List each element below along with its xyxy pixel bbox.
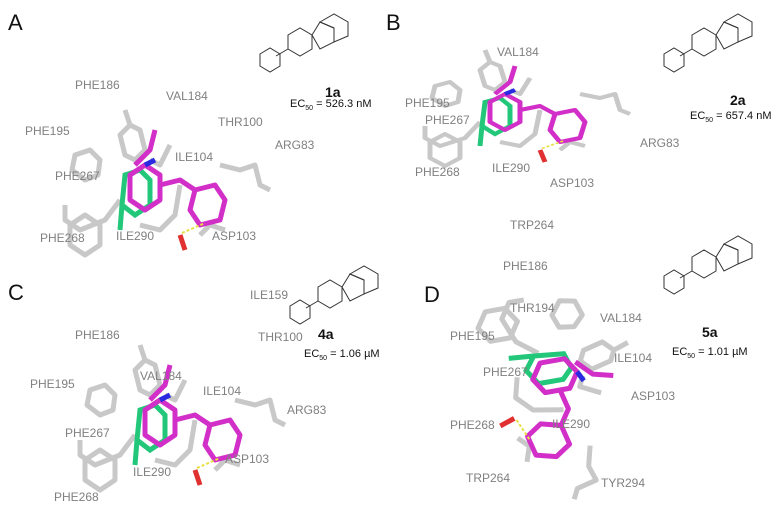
residue-label: ILE290 (133, 465, 172, 479)
residue-label: ILE290 (552, 417, 591, 431)
panel-label-a: A (8, 10, 23, 35)
residue-label: TYR294 (601, 476, 646, 490)
residue-label: ASP103 (212, 229, 257, 243)
residue-label: ILE290 (116, 229, 155, 243)
residue-label: VAL184 (166, 89, 208, 103)
residue-label: PHE186 (503, 259, 548, 273)
residue-label: ARG83 (640, 136, 680, 150)
ec50-value: EC50 = 1.06 µM (304, 348, 380, 363)
structure-5a (663, 235, 753, 295)
residue-label: PHE268 (40, 231, 85, 245)
residue-label: THR100 (258, 330, 303, 344)
residue-label: VAL184 (140, 369, 182, 383)
panel-b-render (425, 50, 630, 166)
panel-label-d: D (424, 282, 440, 307)
residue-label: ARG83 (275, 138, 315, 152)
residue-label: ILE104 (614, 351, 653, 365)
residue-label: PHE267 (55, 169, 100, 183)
panel-label-b: B (386, 10, 401, 35)
compound-id: 5a (702, 324, 718, 340)
residue-label: ILE290 (492, 161, 531, 175)
residue-label: ASP103 (631, 389, 676, 403)
residue-label: ILE159 (250, 288, 289, 302)
residue-label: THR194 (510, 301, 555, 315)
residue-label: PHE195 (30, 377, 75, 391)
compound-id: 4a (318, 326, 334, 342)
residue-label: PHE267 (65, 426, 110, 440)
residue-label: TRP264 (466, 471, 511, 485)
compound-id: 1a (325, 84, 341, 100)
residue-label: VAL184 (497, 45, 539, 59)
residue-label: PHE186 (75, 78, 120, 92)
residue-label: ASP103 (550, 176, 595, 190)
residue-label: PHE195 (405, 96, 450, 110)
residue-label: PHE186 (75, 328, 120, 342)
residue-label: PHE267 (425, 113, 470, 127)
structure-4a (289, 265, 379, 325)
panel-c-render (80, 345, 285, 490)
ec50-value: EC50 = 526.3 nM (290, 98, 372, 113)
residue-label: PHE267 (483, 365, 528, 379)
residue-label: PHE195 (25, 124, 70, 138)
residue-label: ILE104 (203, 384, 242, 398)
residue-label: PHE268 (450, 418, 495, 432)
ec50-value: EC50 = 1.01 µM (672, 346, 748, 361)
residue-label: PHE268 (54, 490, 99, 504)
structure-1a (259, 13, 349, 73)
panel-label-c: C (8, 280, 24, 305)
residue-label: PHE195 (450, 329, 495, 343)
residue-label: TRP264 (510, 218, 555, 232)
compound-id: 2a (730, 92, 746, 108)
residue-label: ARG83 (287, 403, 327, 417)
residue-label: ILE104 (175, 150, 214, 164)
structure-2a (663, 13, 753, 73)
ec50-value: EC50 = 657.4 nM (690, 110, 772, 125)
residue-label: VAL184 (600, 311, 642, 325)
residue-label: THR100 (218, 115, 263, 129)
residue-label: PHE268 (415, 165, 460, 179)
residue-label: ASP103 (225, 452, 270, 466)
